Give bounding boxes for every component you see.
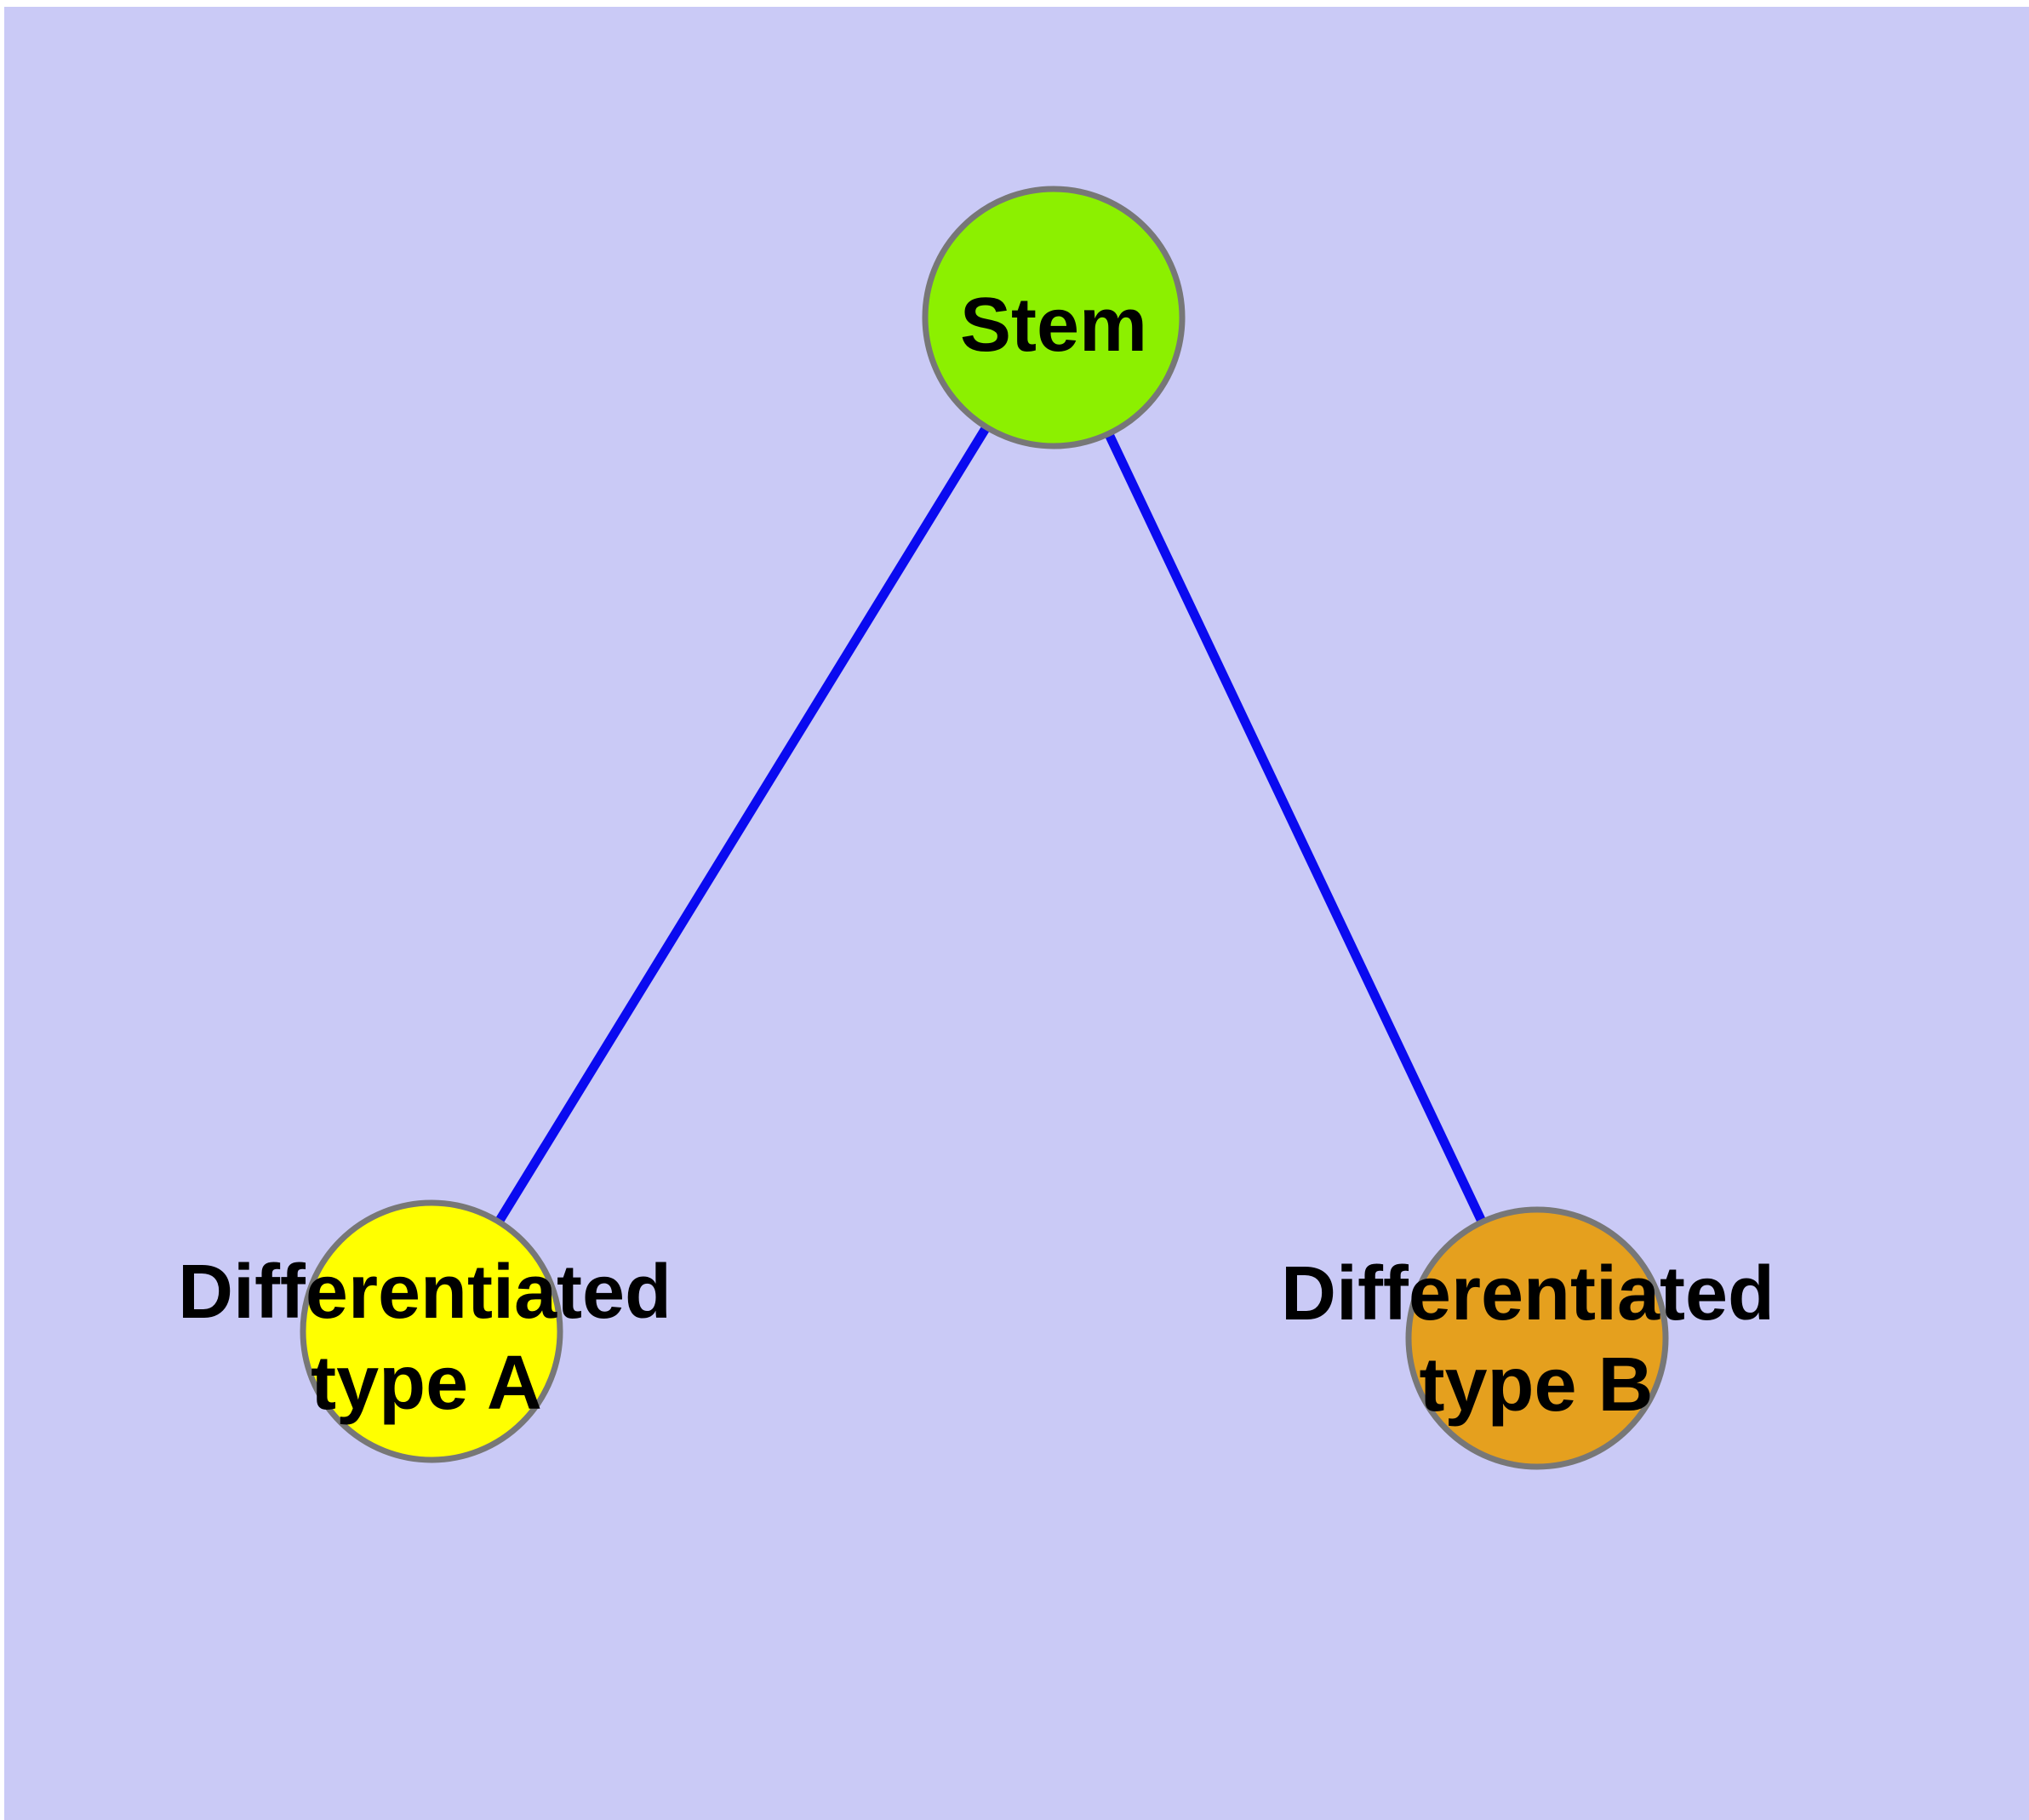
- node-stem: Stem: [922, 186, 1186, 449]
- edge-stem-to-type-a: [427, 315, 1058, 1334]
- node-differentiated-type-b: Differentiated type B: [1281, 1206, 1775, 1470]
- node-differentiated-type-a: Differentiated type A: [178, 1199, 672, 1463]
- stem-node-circle: [922, 186, 1186, 449]
- type-a-node-circle: [300, 1199, 563, 1463]
- edge-stem-to-type-b: [1049, 315, 1541, 1341]
- type-a-node-label-line1: Differentiated: [178, 1250, 672, 1335]
- type-a-node-label-line2: type A: [311, 1341, 542, 1426]
- type-b-node-label-line1: Differentiated: [1281, 1251, 1775, 1336]
- type-b-node-label-line2: type B: [1419, 1342, 1653, 1428]
- stem-node-label: Stem: [960, 283, 1147, 368]
- type-b-node-circle: [1405, 1206, 1669, 1470]
